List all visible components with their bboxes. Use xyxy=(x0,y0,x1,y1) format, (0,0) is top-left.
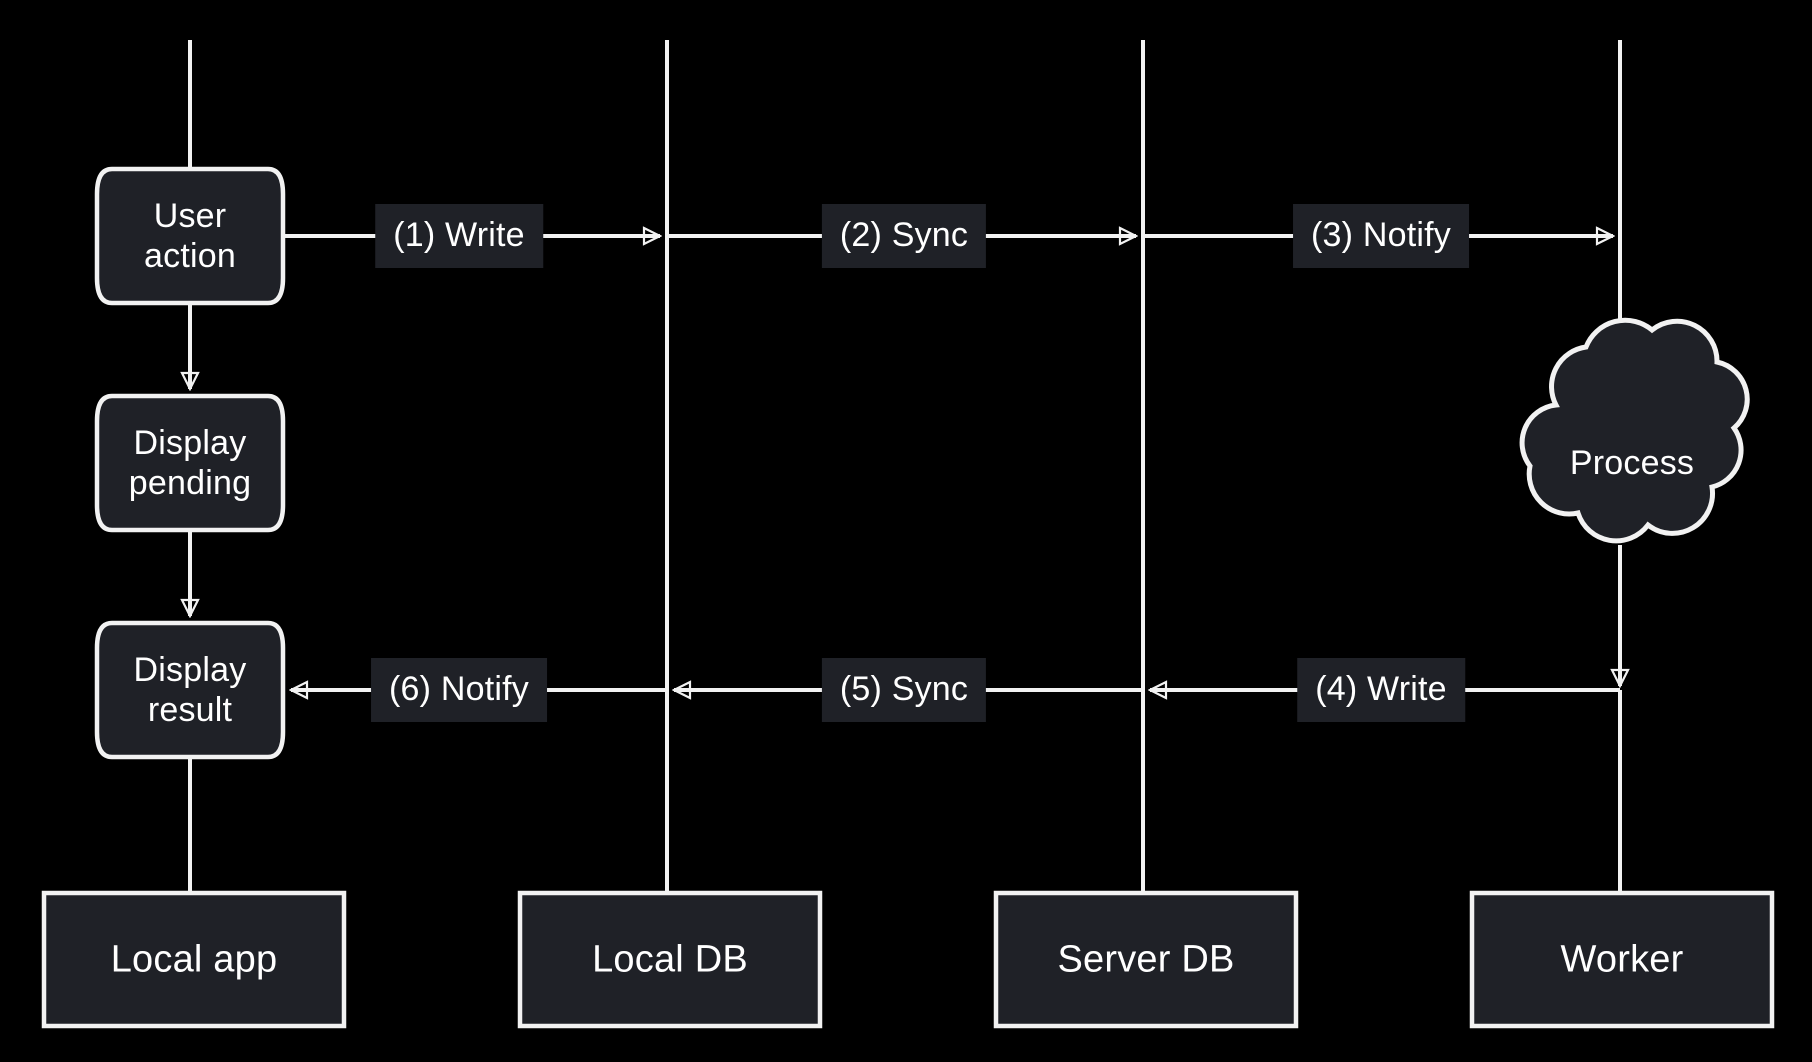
lifelines-group xyxy=(188,40,1622,893)
message-label-1-write[interactable]: (1) Write xyxy=(375,204,543,268)
messages-group xyxy=(284,236,1620,690)
footer-boxes-group xyxy=(41,890,1775,1029)
nodes-group xyxy=(94,166,1750,760)
footer-box-local-app[interactable] xyxy=(41,890,347,1029)
message-label-6-notify[interactable]: (6) Notify xyxy=(371,658,547,722)
footer-box-server-db[interactable] xyxy=(993,890,1299,1029)
footer-box-worker[interactable] xyxy=(1469,890,1775,1029)
message-label-3-notify[interactable]: (3) Notify xyxy=(1293,204,1469,268)
internal-flows-group xyxy=(190,236,1620,686)
node-shape-user-action[interactable] xyxy=(94,166,286,306)
node-shape-display-result[interactable] xyxy=(94,620,286,760)
node-shape-process-cloud[interactable] xyxy=(1519,317,1750,544)
message-label-5-sync[interactable]: (5) Sync xyxy=(821,658,987,722)
footer-box-local-db[interactable] xyxy=(517,890,823,1029)
message-label-2-sync[interactable]: (2) Sync xyxy=(821,204,987,268)
message-label-4-write[interactable]: (4) Write xyxy=(1297,658,1465,722)
node-shape-display-pending[interactable] xyxy=(94,393,286,533)
